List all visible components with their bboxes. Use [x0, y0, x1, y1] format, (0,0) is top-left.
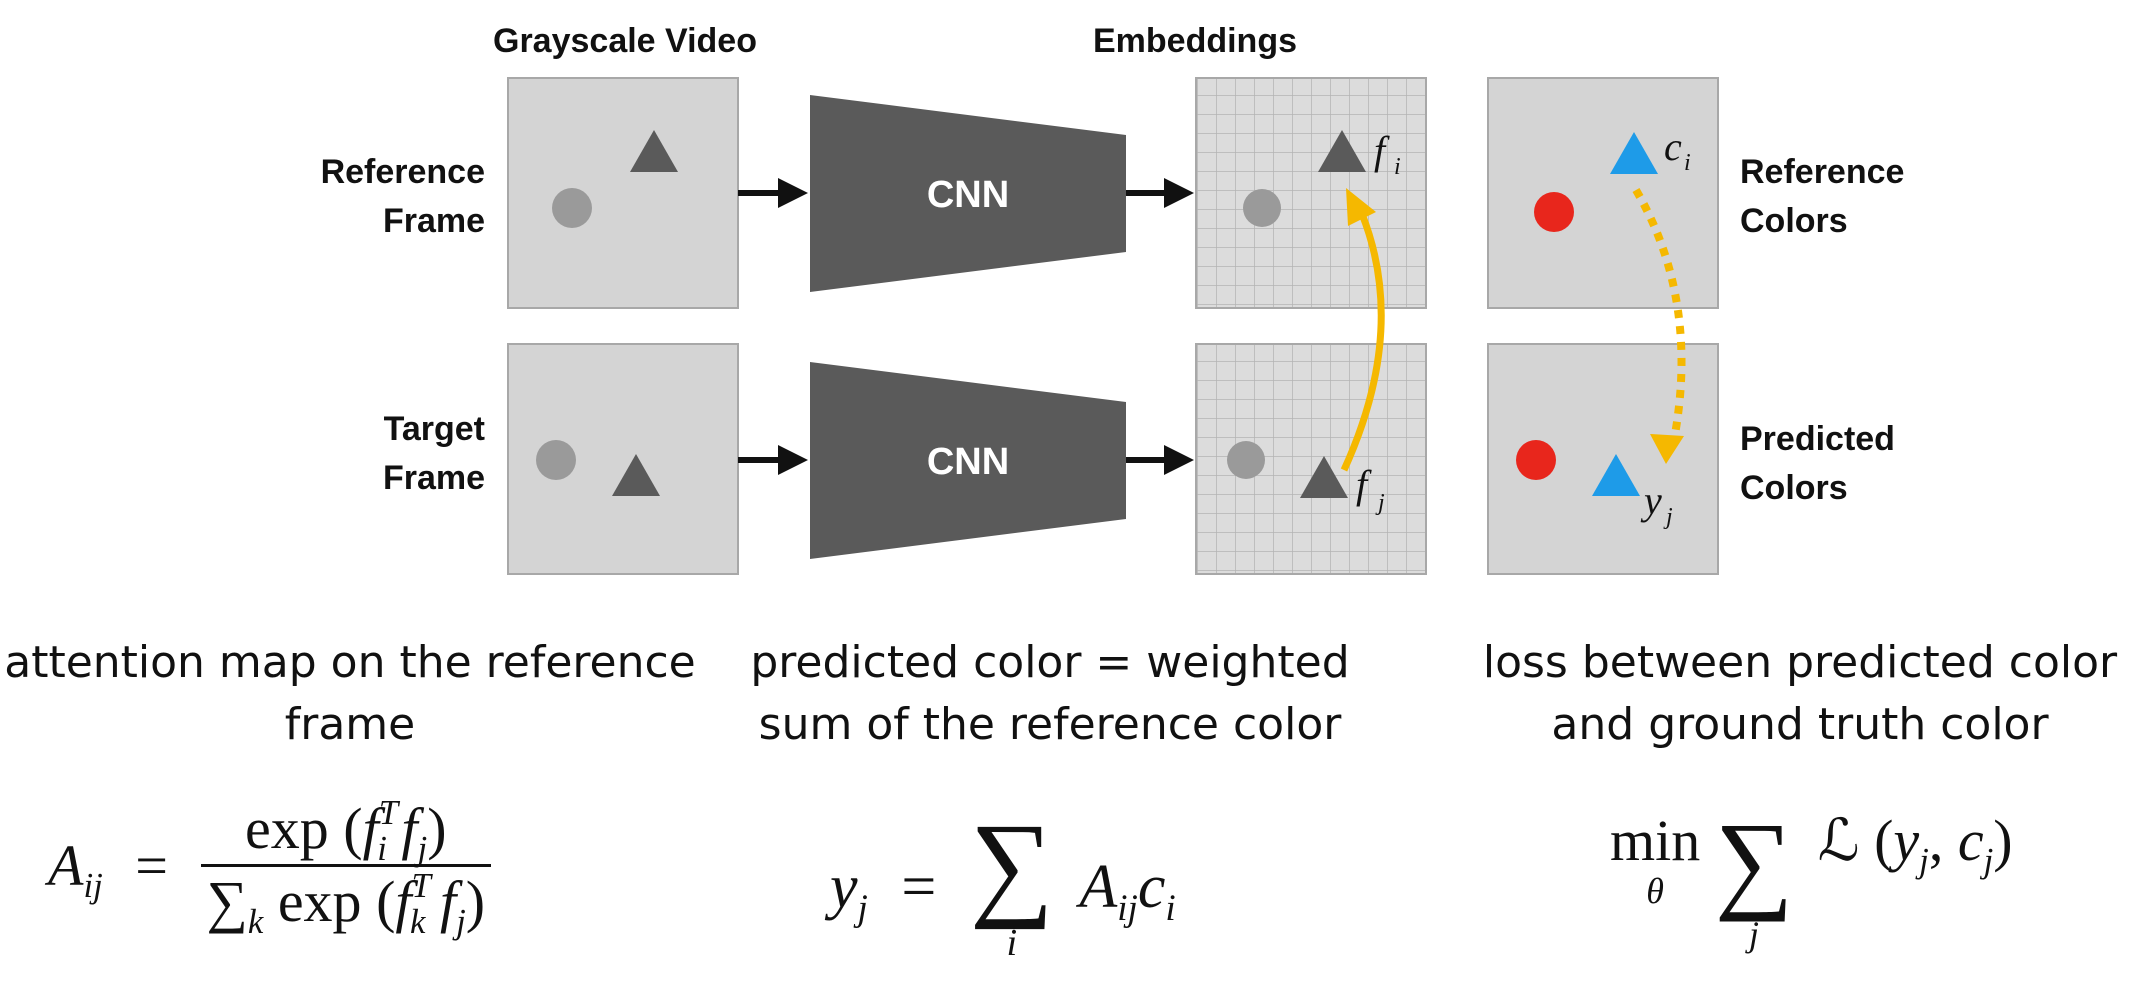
prediction-caption: predicted color = weighted sum of the re…	[730, 632, 1370, 756]
embeddings-header: Embeddings	[1093, 22, 1297, 60]
triangle-shape	[630, 130, 678, 172]
reference-frame-label-line1: Reference	[321, 153, 485, 191]
prediction-caption-line2: sum of the reference color	[758, 699, 1342, 750]
svg-text:i: i	[1394, 154, 1401, 180]
circle-shape	[536, 440, 576, 480]
circle-shape	[1227, 441, 1265, 479]
attention-caption-line2: frame	[284, 699, 416, 750]
color-propagation-arrow	[1632, 187, 1686, 464]
predicted-colors-label-line2: Colors	[1740, 469, 1848, 507]
c-i-label: c i	[1664, 124, 1691, 176]
blue-triangle	[1592, 454, 1640, 496]
arrow-into-cnn-bottom	[738, 445, 808, 475]
arrow-into-cnn-top	[738, 178, 808, 208]
svg-text:c: c	[1664, 124, 1682, 169]
red-circle	[1516, 440, 1556, 480]
loss-caption: loss between predicted color and ground …	[1460, 632, 2140, 756]
red-circle	[1534, 192, 1574, 232]
predicted-colors-label-line1: Predicted	[1740, 420, 1895, 458]
reference-colors-label-line2: Colors	[1740, 202, 1848, 240]
cnn-label: CNN	[927, 441, 1009, 483]
cnn-block-bottom: CNN	[810, 362, 1126, 559]
y-j-label: y j	[1640, 478, 1673, 530]
target-frame-label-line1: Target	[384, 410, 485, 448]
cnn-label: CNN	[927, 174, 1009, 216]
triangle-shape	[1300, 456, 1348, 498]
loss-formula: min θ ∑ j ℒ (yj, cj)	[1610, 800, 2013, 955]
reference-embedding	[1195, 77, 1427, 309]
attention-arrow	[1340, 188, 1385, 472]
arrow-out-of-cnn-bottom	[1126, 445, 1194, 475]
reference-colors-label-line1: Reference	[1740, 153, 1904, 191]
circle-shape	[1243, 189, 1281, 227]
predicted-colors-frame	[1487, 343, 1719, 575]
arrow-out-of-cnn-top	[1126, 178, 1194, 208]
reference-frame-label-line2: Frame	[383, 202, 485, 240]
reference-colors-frame	[1487, 77, 1719, 309]
attention-caption: attention map on the reference frame	[0, 632, 700, 756]
attention-formula: Aij = exp (fTi fj) ∑k exp (fTk fj)	[48, 795, 492, 939]
svg-text:j: j	[1663, 504, 1673, 530]
cnn-block-top: CNN	[810, 95, 1126, 292]
svg-text:i: i	[1684, 150, 1691, 176]
loss-caption-line1: loss between predicted color	[1482, 637, 2118, 688]
svg-text:y: y	[1640, 478, 1662, 523]
svg-text:j: j	[1375, 490, 1385, 516]
attention-caption-line1: attention map on the reference	[4, 637, 696, 688]
blue-triangle	[1610, 132, 1658, 174]
circle-shape	[552, 188, 592, 228]
grayscale-video-header: Grayscale Video	[493, 22, 757, 60]
target-embedding	[1195, 343, 1427, 575]
loss-caption-line2: and ground truth color	[1551, 699, 2049, 750]
target-frame-label-line2: Frame	[383, 459, 485, 497]
prediction-caption-line1: predicted color = weighted	[750, 637, 1350, 688]
reference-frame	[507, 77, 739, 309]
triangle-shape	[612, 454, 660, 496]
target-frame	[507, 343, 739, 575]
prediction-formula: yj = ∑ i Aijci	[830, 800, 1176, 965]
triangle-shape	[1318, 130, 1366, 172]
